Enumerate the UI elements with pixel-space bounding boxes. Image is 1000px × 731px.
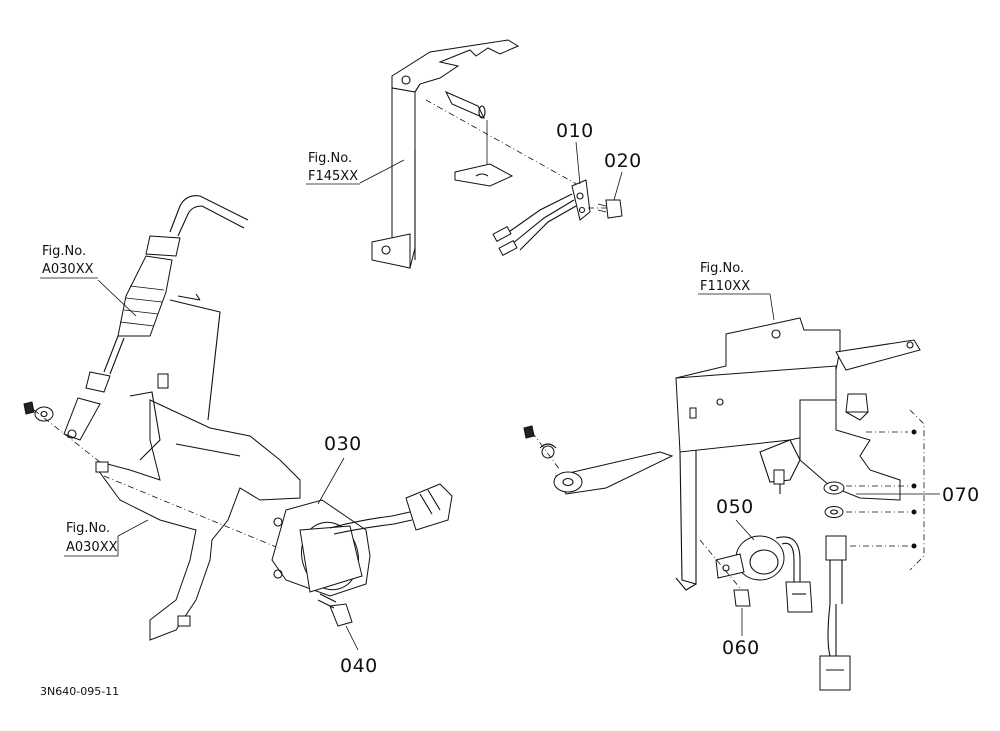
ref-f110-line1: Fig.No. [700,261,744,276]
reference-label-a030-top: Fig.No. A030XX [40,244,98,279]
part-number-070: 070 [942,484,980,506]
ref-a030-bottom-line2: A030XX [66,540,118,555]
part-number-030: 030 [324,433,362,455]
screw-060 [699,539,751,607]
ref-f145-line2: F145XX [308,169,358,184]
drawing-code: 3N640-095-11 [40,685,119,698]
reference-label-f110: Fig.No. F110XX [698,261,770,295]
leader-lines [97,141,940,651]
part-number-040: 040 [340,655,378,677]
ref-a030-top-line2: A030XX [42,262,94,277]
reference-label-f145: Fig.No. F145XX [306,151,360,185]
sensor-070-parts [819,481,851,691]
right-bracket-assembly [523,317,921,591]
part-number-010: 010 [556,120,594,142]
screw-020 [597,199,623,219]
ref-a030-top-line1: Fig.No. [42,244,86,259]
ref-f145-line1: Fig.No. [308,151,352,166]
left-bracket-assembly [23,195,301,641]
top-bracket-assembly [371,39,581,269]
ref-a030-bottom-line1: Fig.No. [66,521,110,536]
part-number-060: 060 [722,637,760,659]
switch-010 [492,179,612,256]
part-number-020: 020 [604,150,642,172]
part-number-050: 050 [716,496,754,518]
sensor-050 [715,535,813,613]
reference-label-a030-bottom: Fig.No. A030XX [64,521,119,557]
ref-f110-line2: F110XX [700,279,750,294]
solenoid-030 [271,483,453,597]
bolt-040 [317,593,353,627]
